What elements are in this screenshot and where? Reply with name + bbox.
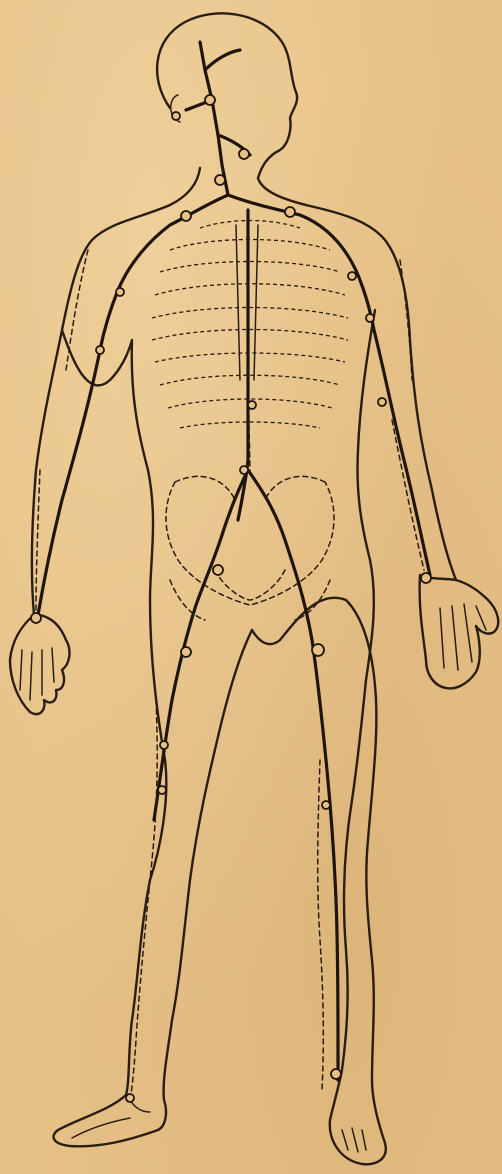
body-outline-left — [32, 168, 252, 1146]
left-hand-fingers — [20, 648, 54, 700]
right-foot-detail — [342, 1128, 366, 1152]
ribcage — [152, 221, 348, 429]
body-outline-right — [252, 178, 456, 1164]
left-hand-outline — [10, 615, 69, 714]
pelvis — [166, 476, 334, 620]
right-hand-outline — [420, 575, 499, 688]
